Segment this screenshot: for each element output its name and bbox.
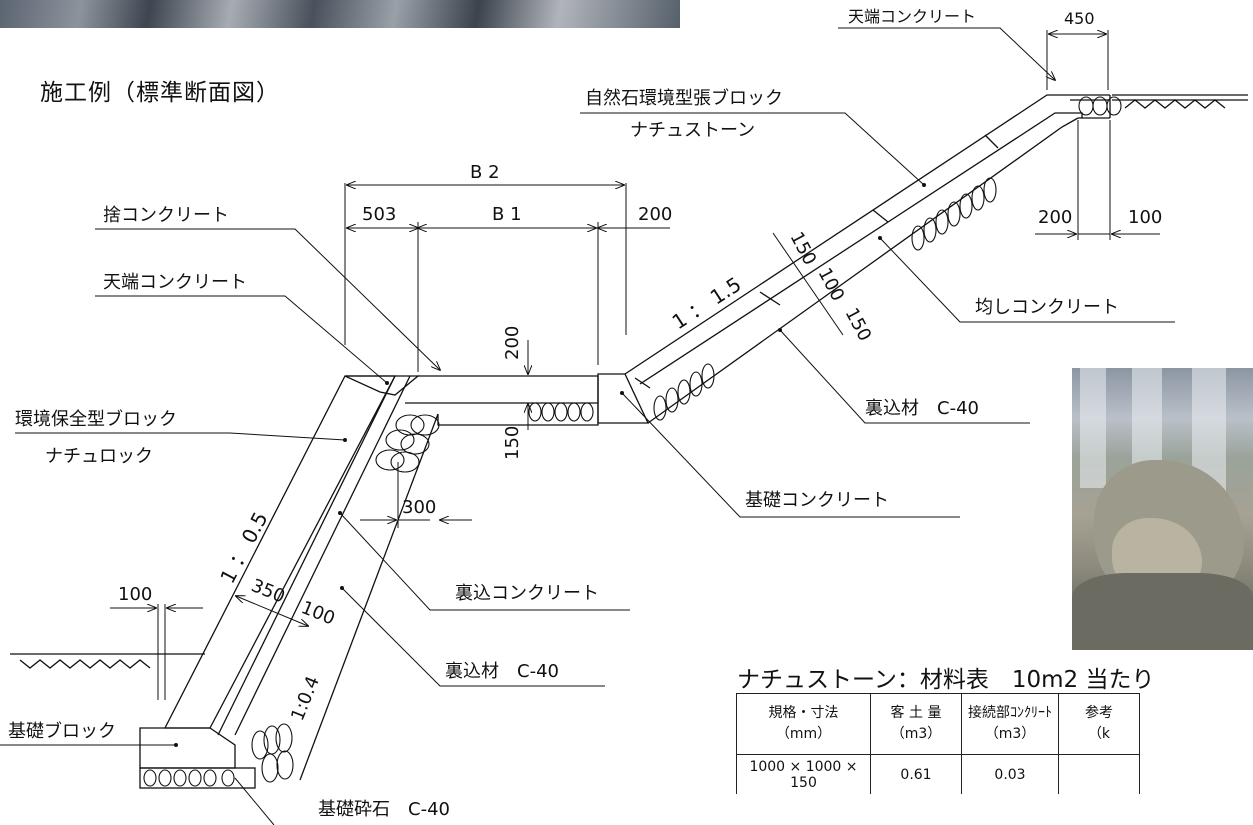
photo-post (1132, 368, 1162, 478)
backfill-boundary (299, 413, 439, 781)
ground-hatch-right (1124, 99, 1226, 109)
foundation-block (139, 727, 236, 769)
block-joint (984, 134, 999, 149)
label-urakomi-concrete: 裏込コンクリート (455, 583, 599, 604)
dim-100-left: 100 (118, 584, 152, 605)
dim-150-a: 150 (786, 228, 821, 268)
dim-200-top: 200 (638, 204, 672, 225)
material-table: 規格・寸法 （mm） 客 土 量 （m3） 接続部ｺﾝｸﾘｰﾄ （m3） 参考 … (736, 693, 1140, 794)
dimension-lines (110, 30, 1160, 700)
table-header-cell: 参考 （k (1058, 693, 1140, 755)
table-cell: 0.61 (870, 754, 962, 794)
table-header-row: 規格・寸法 （mm） 客 土 量 （m3） 接続部ｺﾝｸﾘｰﾄ （m3） 参考 … (736, 693, 1140, 755)
label-shizenseki-1: 自然石環境型張ブロック (585, 87, 783, 109)
dim-100-right: 100 (1128, 207, 1162, 228)
label-urakomi-lower: 裏込材 C-40 (445, 661, 559, 682)
slope-surface (624, 94, 1110, 375)
table-row: 1000 × 1000 × 150 0.61 0.03 (736, 754, 1140, 794)
label-sute-concrete: 捨コンクリート (103, 205, 229, 226)
header-line2: （m3） (984, 726, 1036, 742)
label-narashi-concrete: 均しコンクリート (975, 297, 1119, 318)
label-urakomi-upper: 裏込材 C-40 (865, 398, 979, 419)
header-line1: 規格・寸法 (768, 705, 839, 721)
header-line1: 参考 (1085, 705, 1113, 721)
upper-slope-structure (624, 94, 1248, 424)
ground-hatch-left (19, 659, 151, 669)
label-kiso-saiseki: 基礎砕石 C-40 (318, 799, 450, 820)
photo-ground (1072, 573, 1253, 650)
label-kiso-concrete: 基礎コンクリート (745, 490, 889, 511)
backing-concrete-line (217, 375, 396, 736)
header-line2: （m3） (890, 726, 942, 742)
dim-200-right: 200 (1038, 207, 1072, 228)
dim-200-mid: 200 (502, 326, 523, 360)
dim-150-mid: 150 (502, 426, 523, 460)
slope-ratio-backfill: 1:0.4 (287, 673, 324, 724)
header-line1: 接続部ｺﾝｸﾘｰﾄ (968, 705, 1052, 721)
table-cell: 1000 × 1000 × 150 (736, 754, 871, 794)
dim-300: 300 (402, 497, 436, 518)
header-line2: （mm） (775, 726, 832, 742)
label-tenba-concrete-left: 天端コンクリート (103, 272, 247, 293)
site-photo-top (0, 0, 680, 28)
table-header-cell: 客 土 量 （m3） (870, 693, 962, 755)
slope-backfill-line (647, 117, 1079, 424)
material-table-title: ナチュストーン：材料表 10m2 当たり (737, 667, 1155, 693)
slope-ratio-lower: 1 ： 0.5 (215, 508, 272, 587)
dim-b1: B 1 (492, 204, 522, 225)
dim-b2: B 2 (470, 162, 500, 183)
dim-100-b: 100 (814, 264, 849, 304)
block-joint (872, 209, 889, 223)
page-title: 施工例（標準断面図） (40, 80, 280, 106)
bench-outline (418, 375, 599, 426)
label-kankyo-block-1: 環境保全型ブロック (15, 408, 177, 430)
top-cap (344, 375, 420, 396)
slope-block-underside (639, 112, 1083, 385)
table-cell: 0.03 (961, 754, 1059, 794)
backing-concrete-line (234, 375, 411, 736)
leader-dots (174, 183, 926, 747)
dim-350: 350 (248, 575, 288, 607)
leader-lines (0, 27, 1175, 825)
label-kankyo-block-2: ナチュロック (45, 446, 153, 467)
foundation-gravel (139, 767, 256, 789)
block-joint (759, 291, 781, 306)
dim-450: 450 (1064, 9, 1095, 28)
dim-150-c: 150 (841, 304, 876, 344)
label-shizenseki-2: ナチュストーン (630, 120, 755, 141)
stone-block-photo (1072, 368, 1253, 650)
header-line2: （k (1087, 726, 1111, 742)
photo-post (1080, 368, 1106, 488)
slope-ratio-upper: 1 ： 1.5 (668, 272, 746, 334)
wall-block-outline (163, 375, 397, 729)
label-tenba-concrete-top: 天端コンクリート (848, 7, 976, 26)
table-cell (1058, 754, 1140, 794)
table-header-cell: 規格・寸法 （mm） (736, 693, 871, 755)
lower-wall-structure (10, 373, 650, 789)
table-header-cell: 接続部ｺﾝｸﾘｰﾄ （m3） (961, 693, 1059, 755)
dim-503: 503 (362, 204, 396, 225)
block-joint (634, 377, 651, 389)
header-line1: 客 土 量 (890, 705, 942, 721)
label-kiso-block: 基礎ブロック (8, 720, 116, 742)
